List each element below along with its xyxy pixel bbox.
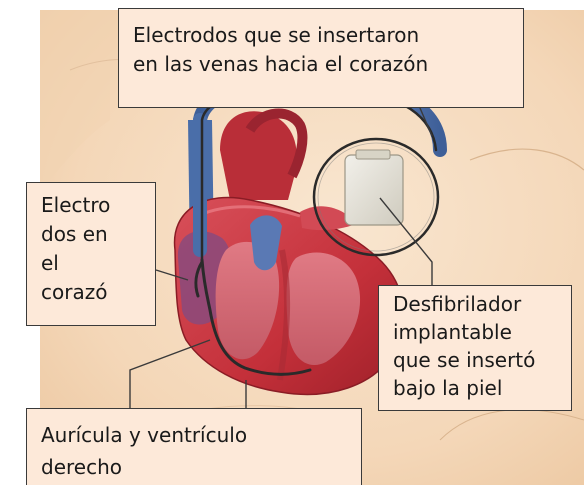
defibrillator-line-2: implantable	[393, 320, 512, 344]
heart-electrodes-line-1: Electro	[41, 193, 111, 217]
heart-electrodes-line-2: dos en	[41, 222, 108, 246]
chambers-line-1: Aurícula y ventrículo	[41, 423, 248, 447]
heart-electrodes-line-4: corazó	[41, 280, 108, 304]
leader-lines	[129, 107, 433, 408]
heart-electrodes-line-3: el	[41, 251, 59, 275]
leads-label-line-2: en las venas hacia el corazón	[133, 52, 429, 76]
defibrillator-line-1: Desfibrilador	[393, 292, 522, 316]
leads-label-line-1: Electrodos que se insertaron	[133, 23, 420, 47]
defibrillator-line-3: que se insertó	[393, 348, 536, 372]
chambers-label: Aurícula y ventrículo derecho	[26, 408, 362, 485]
defibrillator-label: Desfibrilador implantable que se insertó…	[378, 285, 572, 411]
heart-electrodes-label: Electro dos en el corazó	[26, 182, 156, 326]
leads-label: Electrodos que se insertaron en las vena…	[118, 8, 524, 108]
defibrillator-line-4: bajo la piel	[393, 376, 503, 400]
chambers-line-2: derecho	[41, 455, 122, 479]
